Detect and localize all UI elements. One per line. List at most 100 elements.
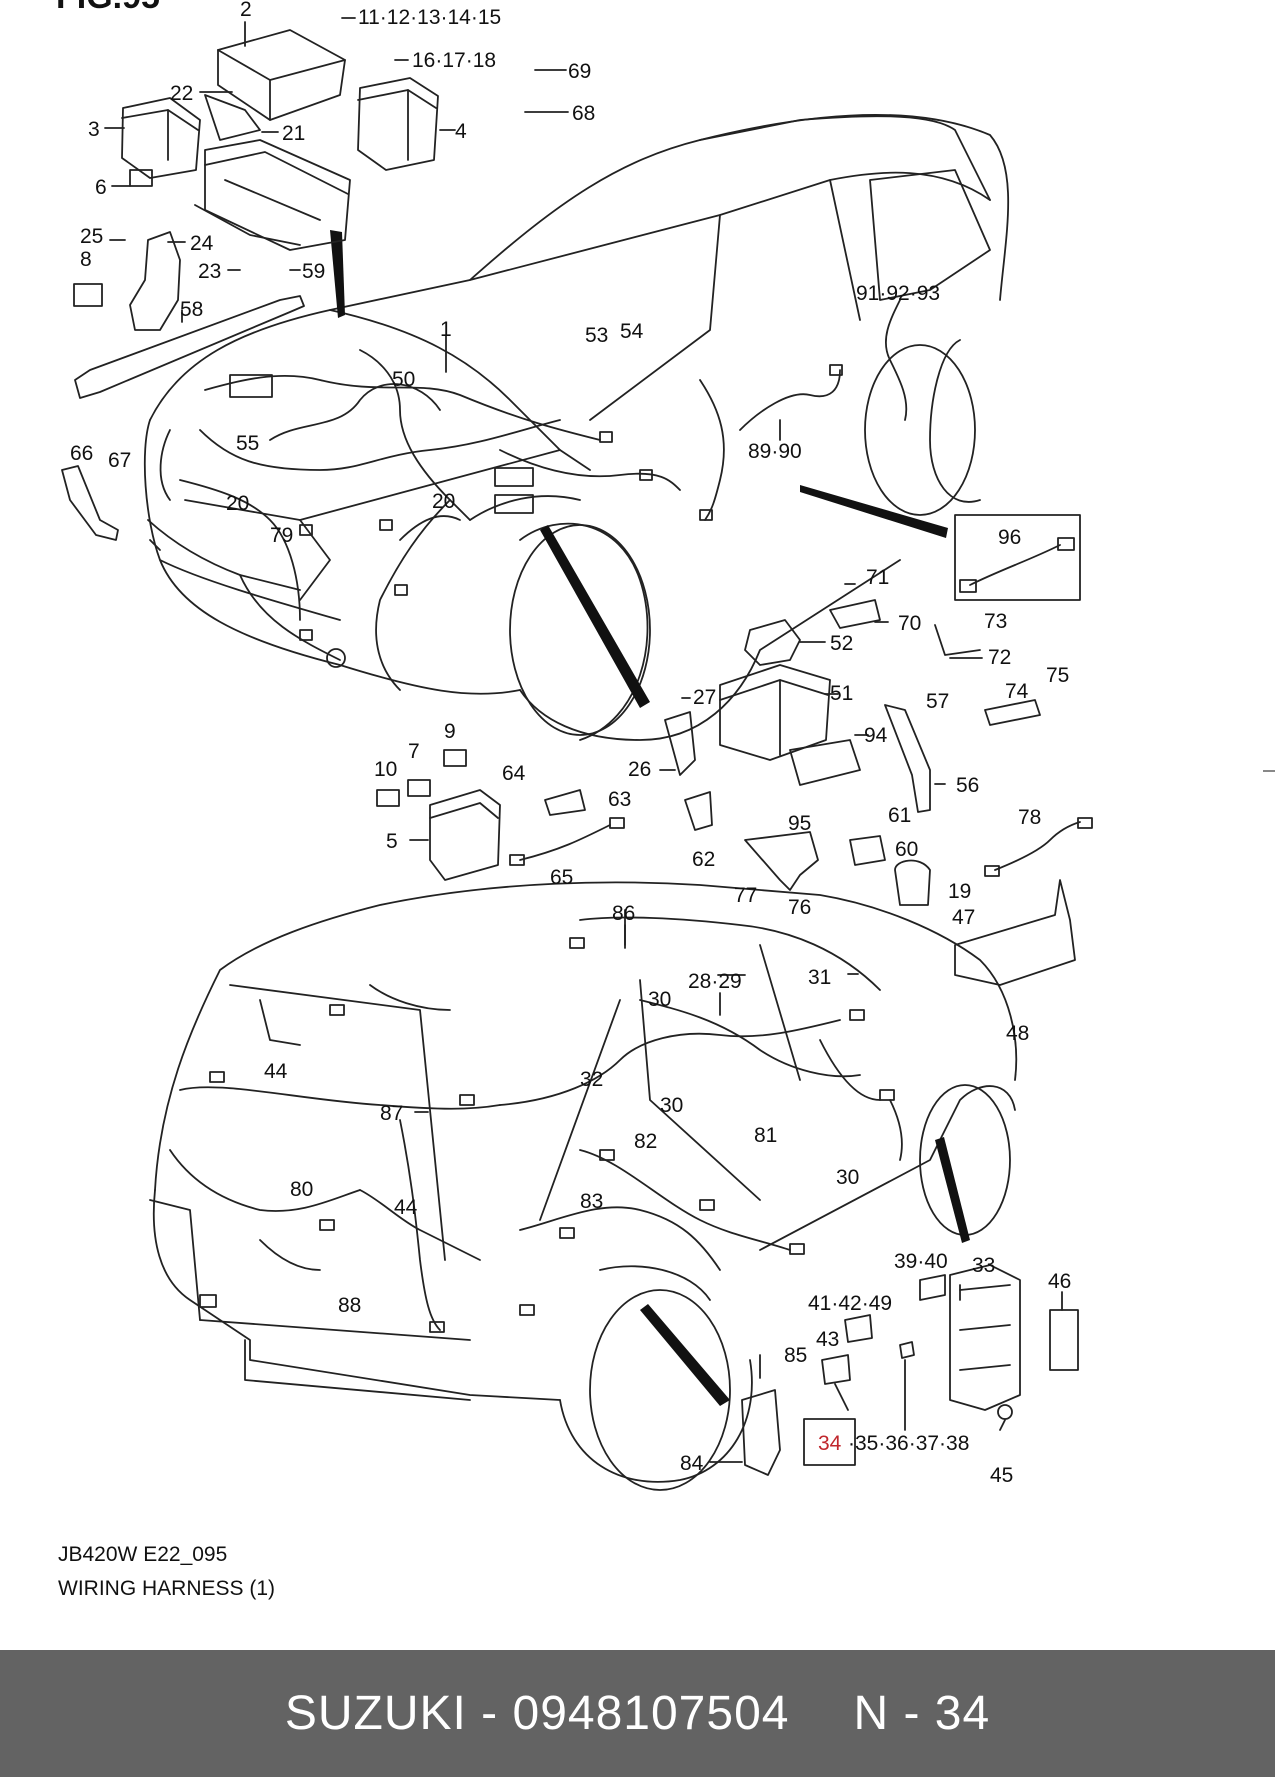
callout-3: 3 [88,118,100,141]
relay-7 [407,779,431,797]
callout-78: 78 [1018,806,1041,829]
callout-94: 94 [864,724,888,747]
callout-20b: 20 [432,490,455,513]
diagram-position: N - 34 [853,1687,991,1740]
callout-70: 70 [898,612,921,635]
junction-block-51 [719,664,831,761]
callout-1: 1 [440,318,452,341]
callout-2: 2 [240,0,252,21]
sensor-19 [894,859,931,906]
callout-5: 5 [386,830,398,853]
callout-79: 79 [270,524,293,547]
fuse-box-cover-2 [217,29,346,121]
wiring-harness-diagram: FIG.95 [56,0,1093,1491]
relay-43 [821,1354,851,1385]
relay-8 [73,283,103,307]
callout-30c: 30 [836,1166,859,1189]
callout-48: 48 [1006,1022,1029,1045]
callout-85: 85 [784,1344,807,1367]
connector-96-box [954,514,1081,601]
bracket-74 [984,699,1041,726]
callout-28-29: 28·29 [688,970,742,993]
callout-96: 96 [998,526,1021,549]
callout-4: 4 [455,120,467,143]
front-vehicle-outline [143,113,1010,741]
bracket-76 [744,831,819,891]
relay-6 [129,169,153,187]
callout-44a: 44 [264,1060,288,1083]
bracket-56 [884,704,931,813]
callout-76: 76 [788,896,811,919]
callout-34[interactable]: 34 [818,1432,842,1455]
junction-block-33 [949,1264,1021,1411]
figure-title: WIRING HARNESS (1) [58,1577,276,1600]
callout-54: 54 [620,320,644,343]
relay-41-42-49 [844,1314,873,1343]
callout-35-38: ·35·36·37·38 [848,1432,969,1455]
callout-10: 10 [374,758,397,781]
callout-30a: 30 [648,988,671,1011]
harness-65 [519,824,611,861]
callout-72: 72 [988,646,1011,669]
relay-10 [376,789,400,807]
bracket-26 [664,711,696,776]
callout-24: 24 [190,232,214,255]
callout-19: 19 [948,880,971,903]
callout-95: 95 [788,812,811,835]
callout-63: 63 [608,788,631,811]
callout-45: 45 [990,1464,1013,1487]
relay-block-4 [357,77,439,171]
callout-44b: 44 [394,1196,418,1219]
callout-58: 58 [180,298,203,321]
bracket-84 [741,1389,781,1476]
callout-51: 51 [830,682,853,705]
callout-16-18: 16·17·18 [412,49,496,72]
callout-41-49: 41·42·49 [808,1292,892,1315]
main-fuse-box-21 [194,94,351,251]
callout-83: 83 [580,1190,603,1213]
rear-harness [169,916,903,1333]
callout-86: 86 [612,902,635,925]
callout-80: 80 [290,1178,313,1201]
engine-harness [159,299,908,691]
leader-lines [104,17,1063,1463]
callout-27: 27 [693,686,716,709]
callout-87: 87 [380,1102,403,1125]
callout-labels: 2 11·12·13·14·15 16·17·18 69 68 22 3 21 … [70,0,1071,1487]
callout-64: 64 [502,762,526,785]
part-34-highlight [803,1418,856,1466]
callout-20a: 20 [226,492,249,515]
callout-67: 67 [108,449,131,472]
callout-52: 52 [830,632,853,655]
callout-59: 59 [302,260,325,283]
callout-74: 74 [1005,680,1029,703]
bracket-72 [934,624,981,656]
bracket-60 [849,835,886,866]
bracket-63 [544,789,586,816]
callout-33: 33 [972,1254,995,1277]
callout-82: 82 [634,1130,657,1153]
callout-9: 9 [444,720,456,743]
callout-53: 53 [585,324,608,347]
callout-69: 69 [568,60,591,83]
callout-60: 60 [895,838,918,861]
callout-30b: 30 [660,1094,683,1117]
bracket-52 [744,619,801,666]
bracket-66 [61,465,119,541]
brand-part-number: SUZUKI - 0948107504 [284,1687,790,1740]
callout-75: 75 [1046,664,1069,687]
relay-block-3 [121,97,201,179]
callout-32: 32 [580,1068,603,1091]
bracket-94 [789,739,861,786]
callout-56: 56 [956,774,979,797]
callout-11-15: 11·12·13·14·15 [358,6,501,29]
callout-66: 66 [70,442,93,465]
callout-7: 7 [408,740,420,763]
callout-21: 21 [282,122,305,145]
label-46 [1049,1309,1079,1371]
callout-8: 8 [80,248,92,271]
bracket-58 [74,295,305,399]
relay-9 [443,749,467,767]
callout-57: 57 [926,690,949,713]
callout-89-90: 89·90 [748,440,802,463]
